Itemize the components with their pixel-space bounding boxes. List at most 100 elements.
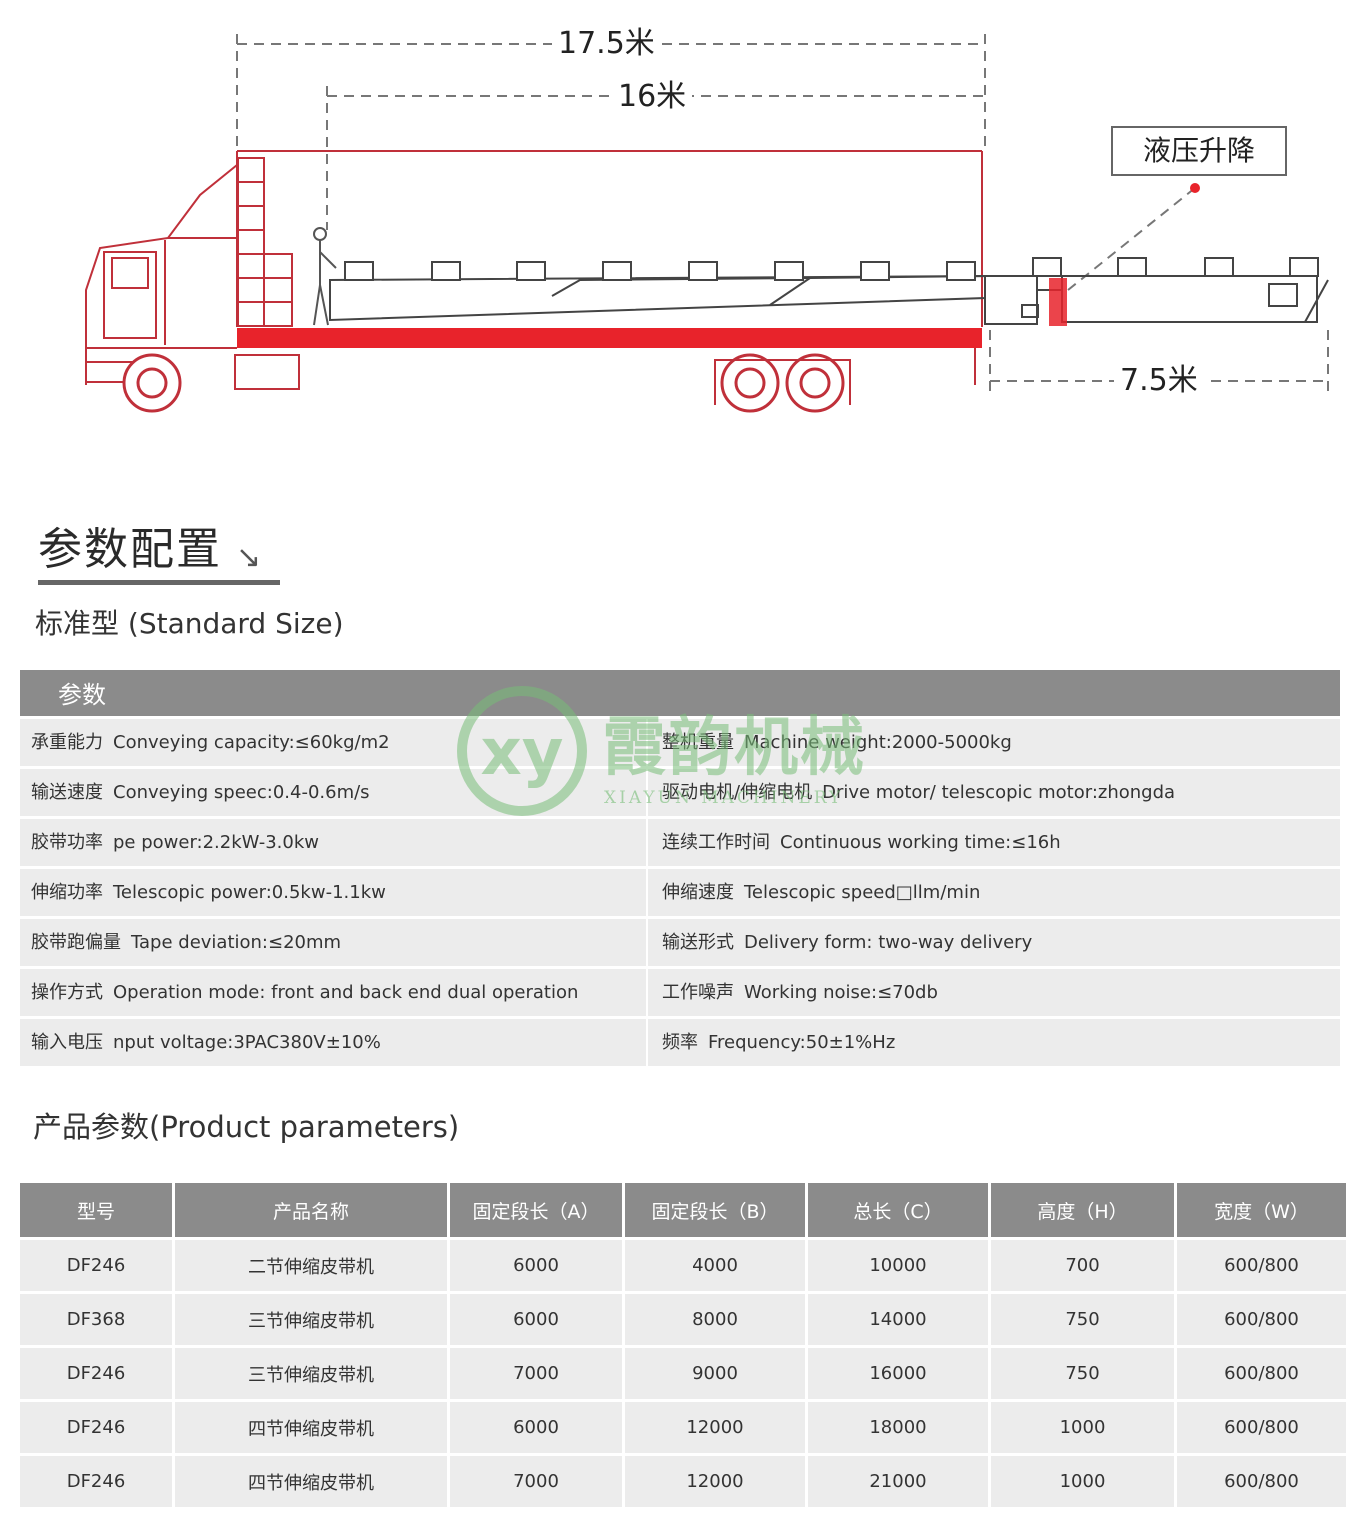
spec-value-en: Telescopic speed□llm/min	[744, 882, 981, 903]
table-cell: 4000	[625, 1237, 808, 1291]
column-header: 总长（C）	[808, 1183, 991, 1237]
worker-figure	[313, 227, 337, 326]
truck-conveyor-diagram: 17.5米 16米 7.5米 液压升降	[0, 0, 1361, 440]
spec-cell-right: 驱动电机/伸缩电机 Drive motor/ telescopic motor:z…	[648, 766, 1340, 816]
table-cell: DF246	[20, 1237, 175, 1291]
spec-value-en: Telescopic power:0.5kw-1.1kw	[113, 882, 386, 903]
spec-value-en: Conveying capacity:≤60kg/m2	[113, 732, 390, 753]
spec-label-cn: 胶带功率	[31, 832, 103, 853]
table-cell: 600/800	[1177, 1453, 1346, 1507]
spec-value-en: pe power:2.2kW-3.0kw	[113, 832, 319, 853]
spec-label-cn: 伸缩速度	[662, 882, 734, 903]
spec-cell-left: 承重能力 Conveying capacity:≤60kg/m2	[20, 716, 646, 766]
spec-label-cn: 输送形式	[662, 932, 734, 953]
product-table: 型号产品名称固定段长（A）固定段长（B）总长（C）高度（H）宽度（W） DF24…	[20, 1183, 1346, 1507]
table-cell: 600/800	[1177, 1399, 1346, 1453]
table-cell: 6000	[450, 1291, 625, 1345]
table-cell: 16000	[808, 1345, 991, 1399]
truck-wheels	[122, 353, 845, 413]
spec-cell-left: 输送速度 Conveying speec:0.4-0.6m/s	[20, 766, 646, 816]
spec-value-en: Machine weight:2000-5000kg	[744, 732, 1012, 753]
spec-value-en: Working noise:≤70db	[744, 982, 938, 1003]
spec-rows: 承重能力 Conveying capacity:≤60kg/m2 整机重量 Machi…	[20, 716, 1340, 1066]
table-cell: 6000	[450, 1399, 625, 1453]
table-cell: 二节伸缩皮带机	[175, 1237, 450, 1291]
table-cell: 四节伸缩皮带机	[175, 1399, 450, 1453]
spec-label-cn: 操作方式	[31, 982, 103, 1003]
spec-label-cn: 整机重量	[662, 732, 734, 753]
table-cell: 600/800	[1177, 1237, 1346, 1291]
spec-value-en: Conveying speec:0.4-0.6m/s	[113, 782, 370, 803]
spec-value-en: nput voltage:3PAC380V±10%	[113, 1032, 381, 1053]
spec-label-cn: 连续工作时间	[662, 832, 770, 853]
truck-chassis	[237, 328, 982, 348]
spec-cell-left: 操作方式 Operation mode: front and back end d…	[20, 966, 646, 1016]
spec-label-cn: 驱动电机/伸缩电机	[662, 782, 813, 803]
spec-cell-left: 输入电压 nput voltage:3PAC380V±10%	[20, 1016, 646, 1066]
spec-label-cn: 输送速度	[31, 782, 103, 803]
spec-value-en: Tape deviation:≤20mm	[131, 932, 342, 953]
table-cell: 14000	[808, 1291, 991, 1345]
spec-label-cn: 工作噪声	[662, 982, 734, 1003]
truck-cab	[85, 164, 300, 390]
table-cell: 1000	[991, 1453, 1177, 1507]
spec-row: 承重能力 Conveying capacity:≤60kg/m2 整机重量 Machi…	[20, 716, 1340, 766]
product-table-header: 型号产品名称固定段长（A）固定段长（B）总长（C）高度（H）宽度（W）	[20, 1183, 1346, 1237]
table-cell: 7000	[450, 1345, 625, 1399]
spec-value-en: Delivery form: two-way delivery	[744, 932, 1033, 953]
spec-cell-right: 输送形式 Delivery form: two-way delivery	[648, 916, 1340, 966]
dimension-fixed-label: 16米	[612, 80, 693, 114]
spec-value-en: Operation mode: front and back end dual …	[113, 982, 579, 1003]
callout-dot	[1190, 183, 1200, 193]
spec-cell-left: 伸缩功率 Telescopic power:0.5kw-1.1kw	[20, 866, 646, 916]
spec-cell-left: 胶带功率 pe power:2.2kW-3.0kw	[20, 816, 646, 866]
product-parameters-title: 产品参数(Product parameters)	[33, 1110, 460, 1144]
table-cell: 8000	[625, 1291, 808, 1345]
hydraulic-lift	[1049, 278, 1067, 326]
table-cell: DF246	[20, 1399, 175, 1453]
table-cell: 9000	[625, 1345, 808, 1399]
spec-cell-right: 工作噪声 Working noise:≤70db	[648, 966, 1340, 1016]
column-header: 宽度（W）	[1177, 1183, 1346, 1237]
spec-label-cn: 胶带跑偏量	[31, 932, 121, 953]
spec-label-cn: 频率	[662, 1032, 698, 1053]
table-cell: 600/800	[1177, 1345, 1346, 1399]
spec-label-cn: 伸缩功率	[31, 882, 103, 903]
table-cell: 1000	[991, 1399, 1177, 1453]
conveyor-boom	[329, 274, 1329, 325]
stacked-cargo	[237, 157, 293, 327]
section-title: 参数配置	[38, 524, 222, 575]
column-header: 高度（H）	[991, 1183, 1177, 1237]
spec-row: 伸缩功率 Telescopic power:0.5kw-1.1kw 伸缩速度 Tele…	[20, 866, 1340, 916]
table-cell: DF246	[20, 1453, 175, 1507]
table-cell: 12000	[625, 1399, 808, 1453]
dimension-total-label: 17.5米	[552, 27, 661, 61]
spec-row: 操作方式 Operation mode: front and back end d…	[20, 966, 1340, 1016]
hydraulic-lift-callout: 液压升降	[1111, 126, 1287, 176]
conveyor-cartons	[344, 257, 1319, 281]
column-header: 型号	[20, 1183, 175, 1237]
column-header: 产品名称	[175, 1183, 450, 1237]
spec-cell-right: 整机重量 Machine weight:2000-5000kg	[648, 716, 1340, 766]
table-cell: 7000	[450, 1453, 625, 1507]
spec-cell-left: 胶带跑偏量 Tape deviation:≤20mm	[20, 916, 646, 966]
table-cell: 10000	[808, 1237, 991, 1291]
spec-label-cn: 输入电压	[31, 1032, 103, 1053]
spec-value-en: Drive motor/ telescopic motor:zhongda	[822, 782, 1176, 803]
spec-label-cn: 承重能力	[31, 732, 103, 753]
table-cell: DF246	[20, 1345, 175, 1399]
arrow-down-right-icon: ↘	[236, 540, 262, 575]
table-cell: 三节伸缩皮带机	[175, 1291, 450, 1345]
spec-row: 胶带跑偏量 Tape deviation:≤20mm 输送形式 Delivery fo…	[20, 916, 1340, 966]
